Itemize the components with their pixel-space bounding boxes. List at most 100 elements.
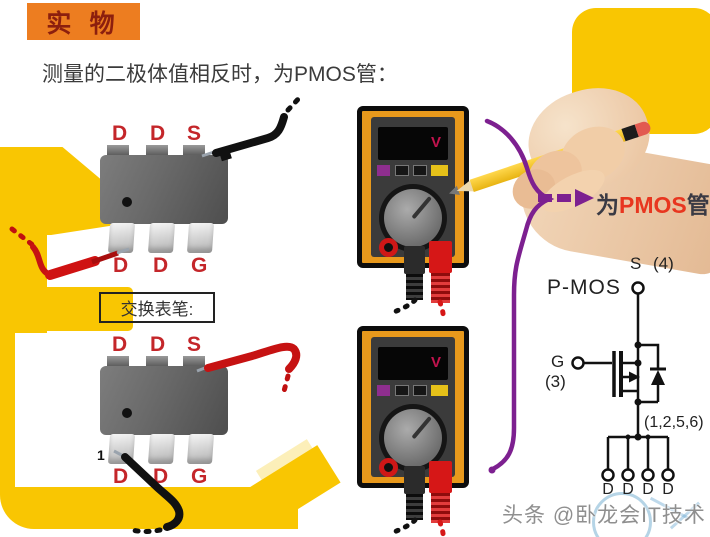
chip-tab: [107, 145, 129, 156]
gate-terminal: [571, 356, 585, 370]
drain-terminal: [601, 468, 615, 482]
chip2-pin-label: G: [191, 465, 208, 488]
chip-pin1-dot: [122, 408, 132, 418]
purple-brace-end: [488, 466, 496, 474]
yellow-mid-bar: [0, 287, 133, 331]
chip2-pin-label: D: [150, 333, 166, 356]
meter-knob-pointer: [411, 416, 432, 440]
drain-terminal: [641, 468, 655, 482]
pmos-schematic: [571, 281, 675, 482]
drain-label: D: [622, 481, 634, 498]
yellow-bottom-band: [0, 487, 298, 529]
chip-body: [100, 155, 228, 224]
black-probe-plug: [404, 466, 425, 494]
annotation-prefix: 为: [596, 192, 619, 218]
red-probe-lead-dots: [280, 373, 291, 398]
meter-panel: V: [371, 117, 455, 257]
red-probe-strain-relief: [431, 273, 450, 303]
black-probe-plug: [404, 246, 425, 274]
chip2-pin-label: D: [153, 465, 169, 488]
chip-pin1-dot: [122, 197, 132, 207]
schematic-source-label: S: [630, 254, 642, 273]
black-probe-strain-relief: [406, 494, 423, 520]
meter-rotary-dial: [379, 184, 447, 252]
black-probe-lead-dots: [129, 527, 163, 534]
annotation-suffix: 管。: [686, 192, 710, 218]
watermark-text: 头条 @卧龙会IT技术: [502, 504, 706, 527]
chip-pin: [186, 223, 215, 253]
meter-unit-v: V: [430, 354, 441, 371]
schematic-gate-label: G: [551, 352, 565, 371]
junction-dot: [634, 341, 642, 349]
chip1-pin-label: D: [113, 254, 129, 277]
red-probe-plug: [429, 241, 452, 273]
schematic-drain-bus-label: (1,2,5,6): [644, 414, 704, 431]
red-probe-strain-relief: [431, 493, 450, 523]
yellow-left-bar-thin: [0, 330, 15, 490]
source-terminal: [631, 281, 645, 295]
meter-button-purple: [377, 385, 390, 396]
chip-body: [100, 366, 228, 435]
chip1-pin-label: D: [150, 122, 166, 145]
drain-label: D: [642, 481, 654, 498]
banner-title: 实 物: [46, 10, 121, 38]
meter-panel: V: [371, 337, 455, 477]
diode-branch-top: [638, 343, 660, 369]
meter-button-purple: [377, 165, 390, 176]
meter-button: [395, 165, 409, 176]
annotation-highlight: PMOS: [619, 192, 687, 218]
schematic-title: P-MOS: [547, 276, 621, 299]
chip-tab: [107, 356, 129, 367]
chip2-pin-label: D: [112, 333, 128, 356]
meter-red-jack: [379, 458, 398, 477]
chip-tab: [183, 356, 205, 367]
meter-unit-v: V: [430, 134, 441, 151]
multimeter-2: V: [357, 326, 469, 526]
chip-pin: [186, 434, 215, 464]
chip-tab: [146, 145, 168, 156]
chip2-pin-label: S: [187, 333, 202, 356]
sot23-chip-2: D D S D D G: [95, 333, 235, 493]
black-probe-strain-relief: [406, 274, 423, 300]
drain-terminal: [661, 468, 675, 482]
diode-triangle: [651, 370, 665, 385]
schematic-source-pin: (4): [653, 254, 674, 273]
meter-knob: [384, 409, 442, 467]
chip2-pin1-number: 1: [97, 447, 105, 463]
meter-display: V: [378, 347, 448, 380]
swap-probes-box: 交换表笔:: [99, 292, 215, 323]
chip-pin: [147, 223, 176, 253]
meter-knob-pointer: [411, 196, 432, 220]
meter-knob: [384, 189, 442, 247]
red-probe-plug: [429, 461, 452, 493]
meter-button: [413, 165, 427, 176]
title-banner: 实 物: [27, 3, 140, 40]
meter-button-yellow: [431, 165, 448, 176]
chip2-pin-label: D: [113, 465, 129, 488]
meter-button: [395, 385, 409, 396]
chip-tab: [146, 356, 168, 367]
chip-tab: [183, 145, 205, 156]
drain-label: D: [662, 481, 674, 498]
chip-pin: [107, 223, 136, 253]
chip-pin: [107, 434, 136, 464]
junction-dot: [625, 434, 631, 440]
meter-display: V: [378, 127, 448, 160]
conclusion-annotation: 为PMOS管。: [596, 186, 710, 220]
body-arrow-icon: [629, 371, 640, 383]
sot23-chip-1: D D S D D G: [95, 122, 235, 282]
junction-dot: [634, 433, 642, 441]
red-probe-handle: [45, 256, 100, 280]
meter-button-yellow: [431, 385, 448, 396]
chip-pin: [147, 434, 176, 464]
watermark-logo-circle: [592, 492, 652, 537]
chip1-pin-label: G: [191, 254, 208, 277]
chip1-pin-label: S: [187, 122, 202, 145]
multimeter-1: V: [357, 106, 469, 306]
swap-probes-label: 交换表笔:: [120, 300, 194, 319]
subtitle-text: 测量的二极体值相反时，为PMOS管：: [42, 63, 398, 86]
drain-label: D: [602, 481, 614, 498]
schematic-gate-pin: (3): [545, 372, 566, 391]
